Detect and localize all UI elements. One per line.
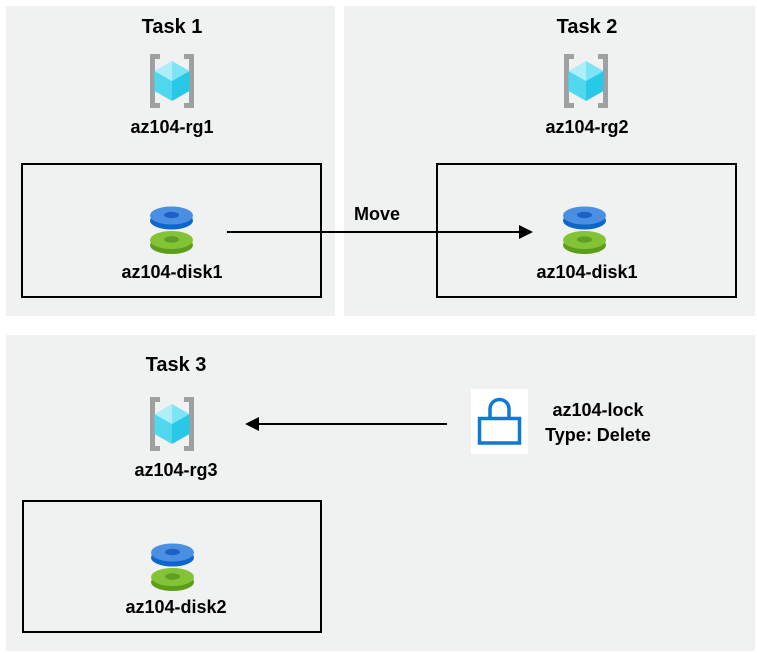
lock-label-block: az104-lock Type: Delete	[523, 398, 673, 448]
move-arrow-label: Move	[353, 204, 400, 224]
panel-task1	[6, 6, 335, 316]
panel-task3	[6, 335, 755, 651]
disk-icon	[151, 543, 194, 591]
move-arrow-line	[227, 231, 519, 233]
disk-icon	[150, 206, 193, 254]
resource-group-icon	[150, 397, 194, 451]
lock-icon	[477, 397, 522, 445]
lock-name-label: az104-lock	[552, 400, 644, 420]
task2-title: Task 2	[556, 16, 618, 38]
task2-disk-label: az104-disk1	[536, 262, 638, 282]
resource-group-icon	[150, 54, 194, 108]
task3-resource-group-label: az104-rg3	[134, 460, 218, 480]
lock-type-label: Type: Delete	[545, 425, 651, 445]
task3-disk-box	[22, 500, 322, 633]
lock-arrow-line	[259, 423, 447, 425]
task3-disk-label: az104-disk2	[125, 597, 227, 617]
disk-icon	[563, 206, 606, 254]
lock-icon-background	[471, 389, 528, 454]
task1-disk-box	[21, 163, 322, 298]
task2-disk-box	[436, 163, 737, 298]
resource-group-icon	[564, 54, 608, 108]
task1-disk-label: az104-disk1	[121, 262, 223, 282]
panel-task2	[344, 6, 755, 316]
task1-title: Task 1	[141, 16, 203, 38]
task1-resource-group-label: az104-rg1	[130, 117, 214, 137]
task3-title: Task 3	[145, 354, 207, 376]
move-arrowhead-icon	[519, 225, 533, 239]
lock-arrowhead-icon	[245, 417, 259, 431]
task2-resource-group-label: az104-rg2	[545, 117, 629, 137]
